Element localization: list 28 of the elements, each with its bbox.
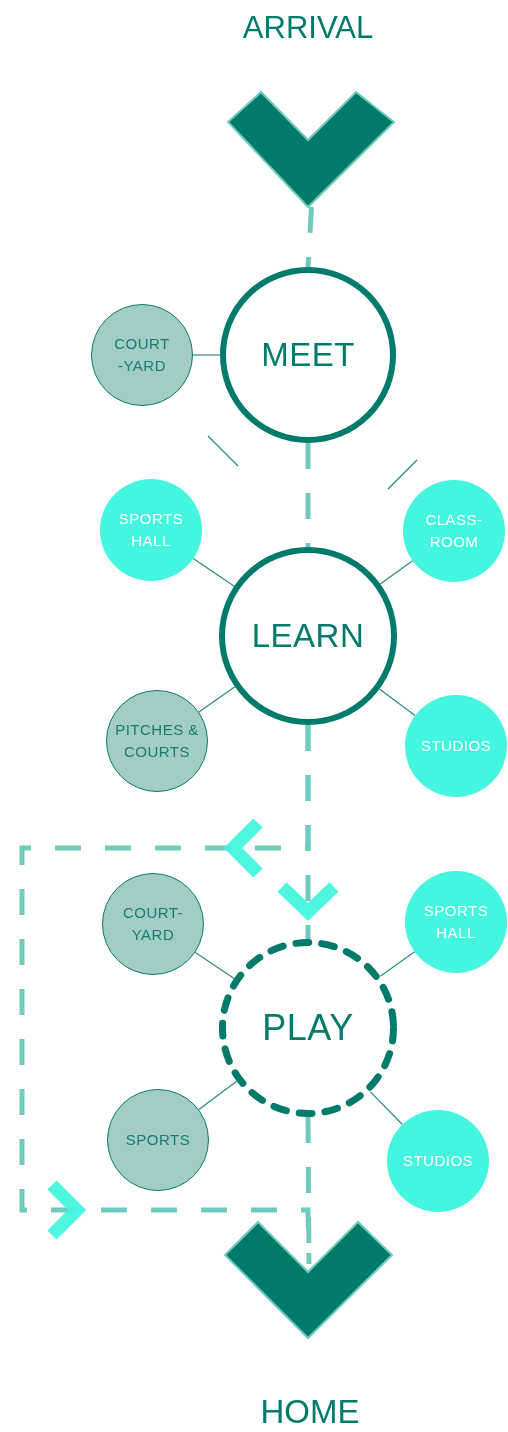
leader-line [194,951,235,979]
chevron-shape [228,90,395,209]
leader-line [198,1080,238,1111]
room-label: SPORTS HALL [117,509,185,551]
room-label: STUDIOS [420,736,492,757]
leader-line [379,951,416,977]
chevron-shape [225,1220,393,1340]
stage-heading: ARRIVAL [241,9,375,47]
leader-line [192,557,235,587]
room-label: COURT- YARD [121,903,185,945]
stage-label: MEET [261,335,355,376]
room-label: PITCHES & COURTS [114,720,200,762]
flow-line [275,725,341,939]
room-label: CLASS- ROOM [424,510,484,552]
stage-heading: HOME [259,1392,361,1432]
leader-line [369,1091,403,1126]
leader-line [192,354,221,356]
stage-label: PLAY [262,1005,354,1050]
room-label: STUDIOS [402,1151,474,1172]
room-label: SPORTS [125,1130,191,1151]
leader-line [378,688,416,717]
flow-line [305,206,314,268]
flow-line [305,443,311,547]
leader-line [379,560,414,585]
leader-line [198,686,236,713]
room-label: SPORTS HALL [422,901,490,943]
room-label: COURT -YARD [113,334,171,376]
stage-label: LEARN [251,616,365,657]
